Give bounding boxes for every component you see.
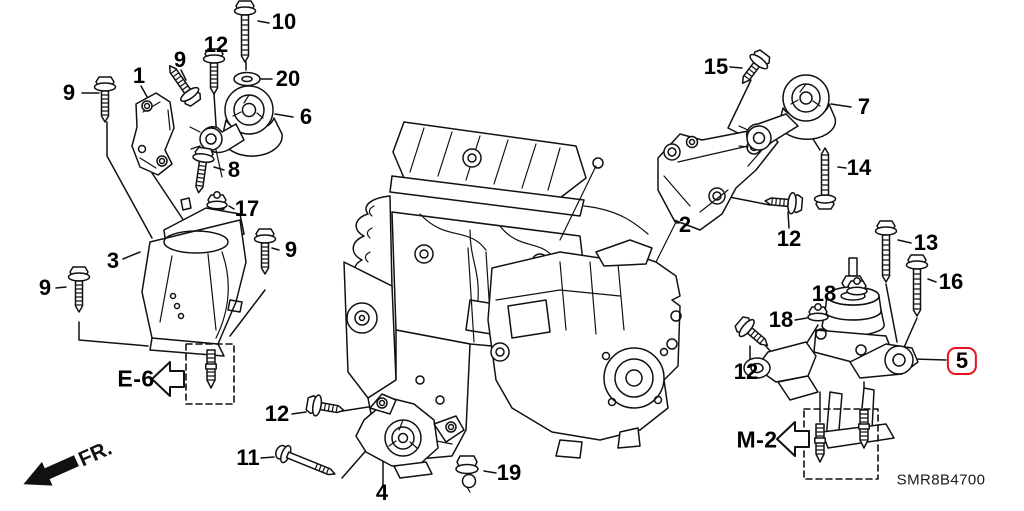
- callout-label: 14: [846, 155, 872, 180]
- part-2-bracket: [657, 127, 779, 231]
- part-1-bracket: [131, 92, 175, 176]
- callout-label: 15: [703, 54, 729, 79]
- bolt-16-icon: [905, 254, 929, 317]
- reference-label: E-6: [117, 365, 155, 392]
- part-4-lower-bracket: [355, 393, 465, 479]
- washer-20-icon: [233, 71, 261, 87]
- callout-label: 16: [938, 269, 964, 294]
- callout-label: 11: [236, 445, 260, 470]
- callout-label: 9: [38, 275, 52, 300]
- part-7-torque-rod: [738, 74, 837, 167]
- fr-arrow-icon: FR.: [23, 437, 115, 486]
- nut-19-icon: [455, 455, 479, 493]
- diagram-part-code: SMR8B4700: [896, 471, 986, 489]
- fr-label: FR.: [75, 437, 115, 472]
- stud-icon: [858, 409, 870, 449]
- m2-arrow-icon: [776, 421, 810, 457]
- callout-label: 3: [106, 248, 120, 273]
- callout-label: 17: [234, 196, 260, 221]
- callout-label: 18: [811, 281, 837, 306]
- callout-label: 20: [275, 66, 301, 91]
- callout-label: 12: [733, 359, 759, 384]
- part-3-side-mount: [141, 197, 247, 357]
- callout-label: 12: [776, 226, 802, 251]
- bolt-12-icon: [304, 392, 347, 422]
- callout-label: 12: [203, 32, 229, 57]
- bolt-9-icon: [253, 228, 277, 275]
- bolt-13-icon: [874, 220, 898, 283]
- callout-label: 6: [299, 104, 313, 129]
- bolt-12-icon: [763, 189, 804, 216]
- callout-label: 4: [375, 480, 389, 505]
- stud-icon: [814, 423, 826, 463]
- callout-label: 9: [284, 237, 298, 262]
- callout-label: 12: [264, 401, 290, 426]
- bolt-9-icon: [93, 76, 117, 123]
- callout-label: 13: [913, 230, 939, 255]
- bolt-10-icon: [233, 0, 257, 63]
- e6-dashed-box: [185, 343, 235, 405]
- engine-illustration: [343, 121, 683, 461]
- fasteners: [67, 0, 929, 493]
- bolt-8-icon: [187, 145, 216, 195]
- e6-arrow-icon: [151, 361, 185, 397]
- bolt-11-icon: [275, 444, 336, 476]
- callout-label[interactable]: 5: [946, 347, 978, 375]
- callout-label: 9: [62, 80, 76, 105]
- stud-icon: [205, 349, 217, 389]
- nut-17-icon: [206, 191, 228, 210]
- callout-label: 1: [132, 63, 146, 88]
- callout-label: 8: [227, 157, 241, 182]
- part-6-upper-mount: [189, 85, 283, 178]
- callout-label: 9: [173, 47, 187, 72]
- callout-label: 10: [271, 9, 297, 34]
- callout-label: 7: [857, 94, 871, 119]
- callout-label: 2: [678, 212, 692, 237]
- bolt-9-icon: [67, 266, 91, 313]
- reference-label: M-2: [736, 426, 778, 453]
- callout-label: 19: [496, 460, 522, 485]
- bolt-14-icon: [813, 147, 837, 210]
- callout-label: 18: [768, 307, 794, 332]
